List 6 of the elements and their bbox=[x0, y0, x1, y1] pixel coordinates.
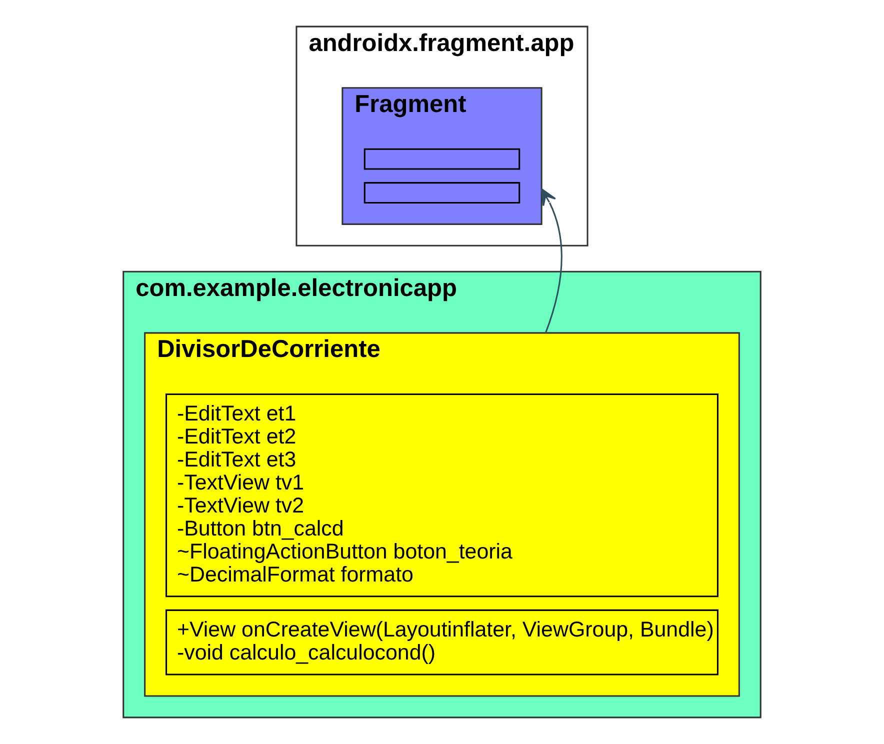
node-box: -EditText et1 -EditText et2 -EditText et3 -TextView tv1 -TextView tv2 -Button btn_calcd ~FloatingActionButton boton_teoria ~DecimalFormat formato bbox=[166, 393, 718, 598]
arrow bbox=[540, 188, 562, 334]
node-box: +View onCreateView(Layoutinflater, ViewGroup, Bundle) -void calculo_calculocond() bbox=[166, 609, 718, 676]
node-box bbox=[364, 148, 520, 170]
node-box bbox=[364, 182, 520, 204]
cluster: Fragment bbox=[342, 87, 542, 225]
